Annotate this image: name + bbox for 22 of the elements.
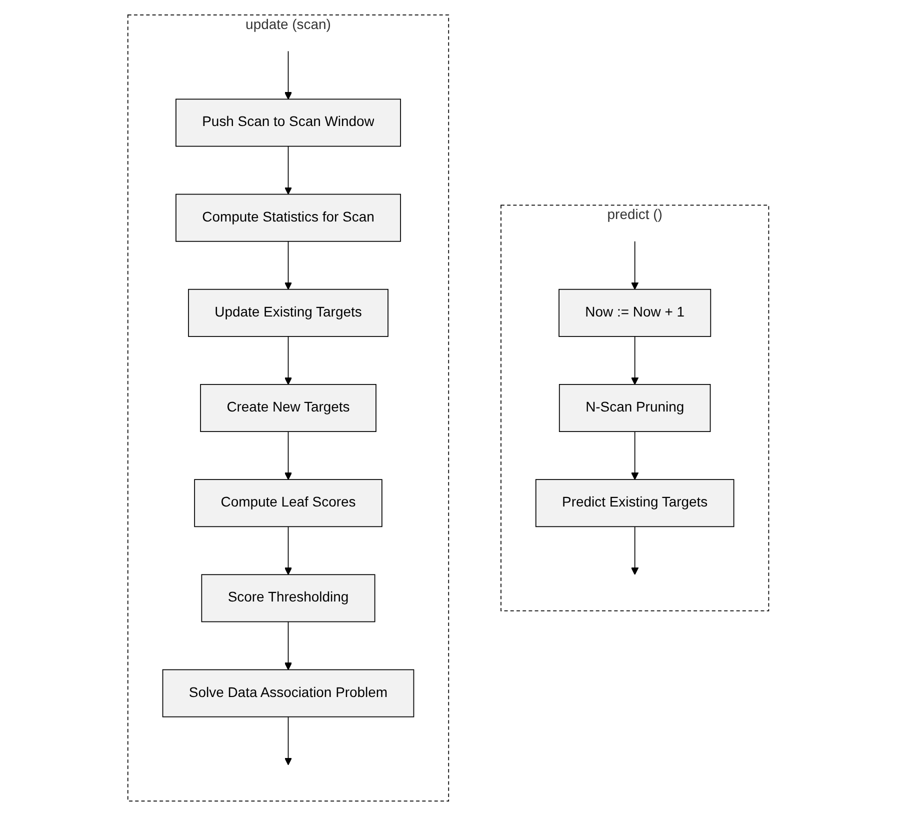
arrow — [284, 431, 292, 480]
node-box: Update Existing Targets — [188, 288, 389, 337]
arrow — [631, 526, 639, 575]
node-box: Predict Existing Targets — [536, 479, 734, 528]
node-box: Create New Targets — [200, 384, 377, 432]
node-box: Solve Data Association Problem — [162, 669, 414, 718]
node-box: Compute Statistics for Scan — [176, 194, 402, 242]
arrow — [284, 146, 292, 195]
arrow — [631, 240, 639, 290]
arrow — [631, 431, 639, 480]
arrow — [284, 526, 292, 575]
arrow — [284, 50, 292, 100]
arrow — [631, 336, 639, 385]
node-box: Score Thresholding — [201, 574, 376, 622]
node-box: Now := Now + 1 — [558, 288, 712, 337]
arrow — [284, 716, 292, 766]
arrow — [284, 336, 292, 385]
node-box: N-Scan Pruning — [559, 384, 711, 432]
node-box: Compute Leaf Scores — [194, 479, 383, 528]
node-box: Push Scan to Scan Window — [176, 98, 402, 147]
arrow — [284, 621, 292, 670]
arrow — [284, 240, 292, 290]
